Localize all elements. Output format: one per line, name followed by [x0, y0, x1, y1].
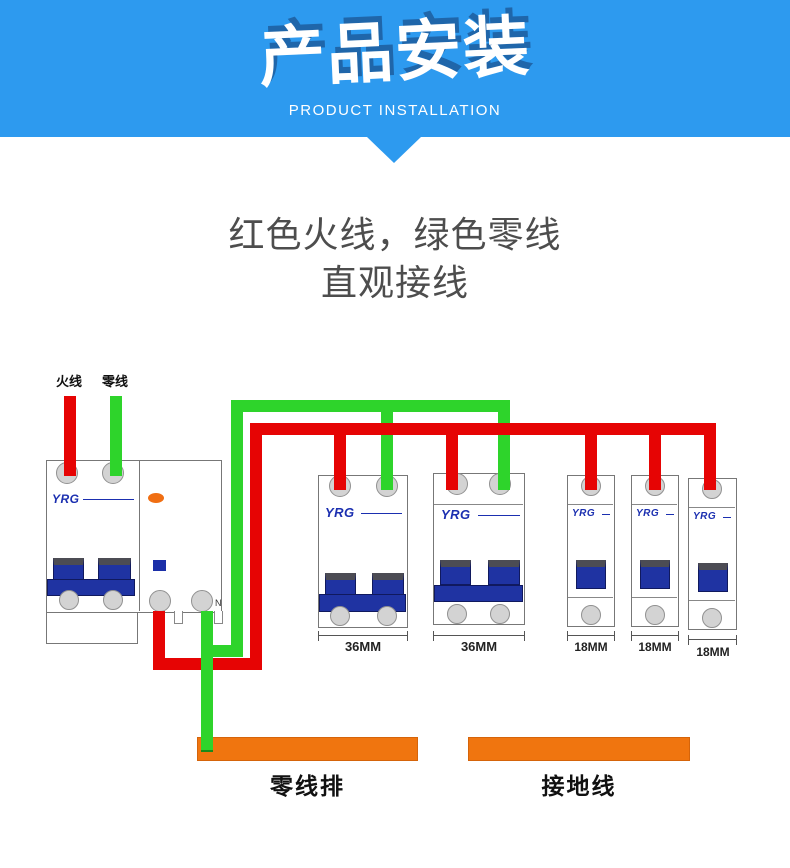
neutral-input-wire	[110, 396, 122, 476]
header-banner: 产品安装 PRODUCT INSTALLATION	[0, 0, 790, 137]
breaker-1-lever-2	[372, 573, 404, 596]
n-terminal-label: N	[215, 598, 222, 608]
banner-pointer-triangle	[367, 137, 421, 163]
rcd-terminal-n	[191, 590, 213, 612]
neutral-bar-label: 零线排	[270, 773, 345, 799]
size-label-breaker-2: 36MM	[460, 639, 498, 654]
breaker-2-brand-logo: YRG	[441, 507, 471, 522]
rcd-terminal-out	[149, 590, 171, 612]
live-input-wire	[64, 396, 76, 476]
dim-line-breaker-5	[688, 635, 737, 645]
size-label-breaker-3: 18MM	[574, 640, 608, 654]
ground-bar-label: 接地线	[541, 773, 617, 799]
main-breaker-brand-logo: YRG	[52, 492, 80, 506]
neutral-to-bar-wire	[201, 611, 213, 752]
breaker-18mm-2: YRG	[631, 475, 679, 627]
breaker-1-terminal-bottom-2	[377, 606, 397, 626]
breaker-3-divider-bottom	[568, 597, 613, 598]
live-drop-breaker-4	[649, 423, 661, 490]
breaker-18mm-1: YRG	[567, 475, 615, 627]
dim-line-breaker-3	[567, 631, 615, 641]
breaker-5-lever	[698, 563, 728, 592]
breaker-1-terminal-bottom-1	[330, 606, 350, 626]
ground-bus-bar	[468, 737, 690, 761]
size-label-breaker-4: 18MM	[638, 640, 672, 654]
live-drop-breaker-2	[446, 423, 458, 490]
breaker-1-lever-1	[325, 573, 356, 596]
neutral-bus-drop-left	[231, 400, 243, 657]
breaker-2-lever-1	[440, 560, 471, 585]
main-terminal-bottom-2	[103, 590, 123, 610]
size-label-breaker-1: 36MM	[344, 639, 382, 654]
dim-line-breaker-4	[631, 631, 679, 641]
breaker-3-brand-line	[602, 514, 610, 515]
breaker-5-divider-bottom	[689, 600, 735, 601]
neutral-wire-label: 零线	[101, 374, 128, 389]
live-drop-breaker-3	[585, 423, 597, 490]
live-drop-breaker-1	[334, 423, 346, 490]
page-subtitle: PRODUCT INSTALLATION	[288, 102, 502, 119]
test-button	[153, 560, 166, 571]
breaker-2-terminal-bottom-2	[490, 604, 510, 624]
breaker-4-divider-top	[632, 504, 677, 505]
main-breaker-box: YRG	[46, 460, 222, 613]
live-return-wire-vertical	[153, 611, 165, 670]
breaker-4-terminal-bottom	[645, 605, 665, 625]
breaker-2-divider	[434, 504, 523, 505]
intro-line-1: 红色火线，绿色零线	[228, 214, 562, 255]
breaker-5-terminal-bottom	[702, 608, 722, 628]
breaker-3-lever	[576, 560, 606, 589]
neutral-join-wire	[201, 645, 243, 657]
main-terminal-bottom-1	[59, 590, 79, 610]
live-drop-breaker-5	[704, 423, 716, 490]
dim-line-breaker-1	[318, 631, 408, 641]
breaker-5-divider-top	[689, 507, 735, 508]
breaker-3-terminal-bottom	[581, 605, 601, 625]
breaker-1-brand-line	[361, 513, 402, 514]
breaker-4-brand-logo: YRG	[636, 508, 660, 519]
breaker-2-lever-2	[488, 560, 520, 585]
breaker-5-brand-logo: YRG	[693, 511, 717, 522]
neutral-bus-bar	[197, 737, 418, 761]
neutral-drop-breaker-1	[381, 400, 393, 490]
breaker-2-terminal-bottom-1	[447, 604, 467, 624]
main-breaker-divider	[139, 461, 140, 611]
neutral-drop-breaker-2	[498, 400, 510, 490]
main-toggle-lever-2	[98, 558, 131, 581]
breaker-5-brand-line	[723, 517, 731, 518]
neutral-bus-wire	[231, 400, 510, 412]
size-label-breaker-5: 18MM	[696, 645, 730, 659]
breaker-4-brand-line	[666, 514, 674, 515]
breaker-1-brand-logo: YRG	[325, 505, 355, 520]
breaker-4-lever	[640, 560, 670, 589]
main-breaker-brand-line	[83, 499, 134, 500]
breaker-36mm-2: YRG	[433, 473, 525, 625]
mount-notch-2	[214, 611, 223, 624]
live-wire-label: 火线	[55, 374, 82, 389]
main-toggle-lever-1	[53, 558, 84, 581]
dim-line-breaker-2	[433, 631, 525, 641]
breaker-3-brand-logo: YRG	[572, 508, 596, 519]
breaker-2-brand-line	[478, 515, 520, 516]
main-breaker-extension	[46, 613, 138, 644]
live-bus-wire	[250, 423, 716, 435]
live-bus-drop-left	[250, 423, 262, 670]
indicator-lamp	[148, 493, 164, 503]
page-title: 产品安装	[257, 9, 533, 95]
mount-notch-1	[174, 611, 183, 624]
breaker-18mm-3: YRG	[688, 478, 737, 630]
breaker-4-divider-bottom	[632, 597, 677, 598]
breaker-36mm-1: YRG	[318, 475, 408, 628]
breaker-3-divider-top	[568, 504, 613, 505]
intro-line-2: 直观接线	[320, 262, 469, 303]
breaker-2-toggle-base	[434, 585, 523, 602]
